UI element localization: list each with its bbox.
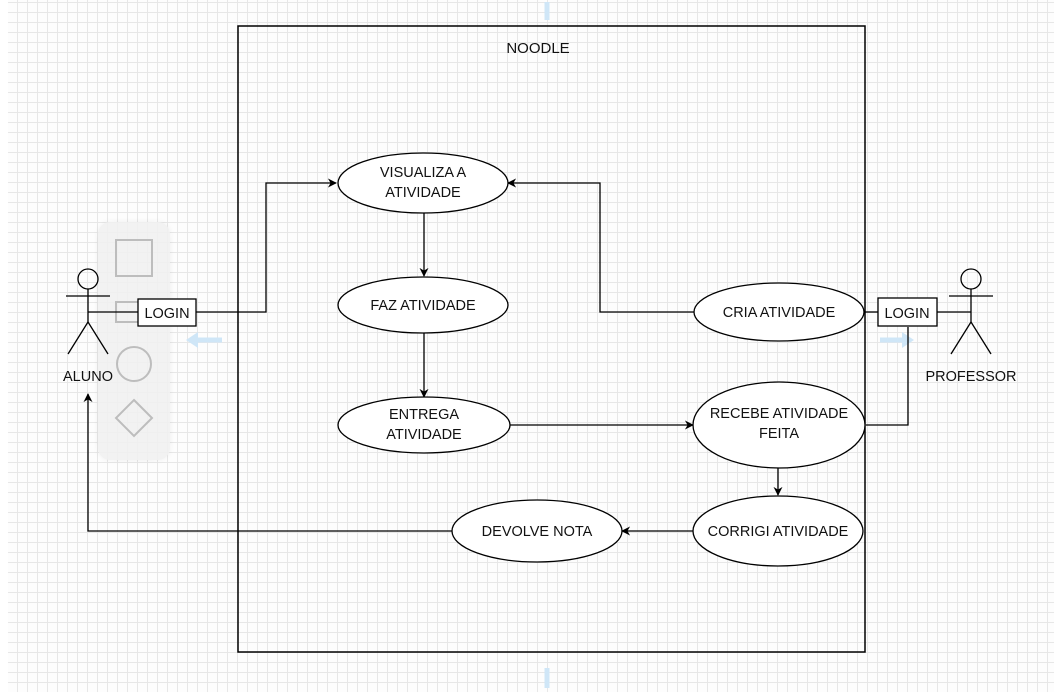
- actor-aluno[interactable]: [66, 268, 110, 355]
- usecase-visualiza-atividade[interactable]: [337, 152, 509, 214]
- usecase-recebe-label-2: FEITA: [759, 426, 799, 442]
- edge-cria-to-visualiza[interactable]: [507, 178, 694, 313]
- palette-rectangle-icon[interactable]: [115, 239, 153, 277]
- usecase-entrega-label-2: ATIVIDADE: [386, 427, 462, 443]
- canvas-grid: [8, 0, 1054, 692]
- login-box-right[interactable]: [877, 297, 938, 327]
- login-box-left[interactable]: [137, 298, 197, 327]
- usecase-recebe-atividade[interactable]: [692, 381, 866, 469]
- usecase-entrega-label-1: ENTREGA: [389, 407, 459, 423]
- usecase-corrigi-atividade[interactable]: [692, 495, 864, 567]
- usecase-faz-atividade[interactable]: [337, 276, 509, 334]
- actor-professor[interactable]: [949, 268, 993, 355]
- usecase-devolve-label: DEVOLVE NOTA: [482, 524, 593, 540]
- actor-professor-label: PROFESSOR: [925, 369, 1016, 385]
- login-box-right-label: LOGIN: [884, 306, 929, 322]
- usecase-cria-atividade[interactable]: [693, 282, 865, 342]
- shape-palette[interactable]: [98, 222, 170, 460]
- edge-login-to-visualiza[interactable]: [196, 178, 337, 313]
- usecase-visualiza-label-1: VISUALIZA A: [380, 165, 467, 181]
- usecase-devolve-nota[interactable]: [451, 499, 623, 563]
- edge-devolve-to-aluno[interactable]: [83, 393, 452, 532]
- login-box-left-label: LOGIN: [144, 306, 189, 322]
- usecase-entrega-atividade[interactable]: [337, 396, 511, 454]
- usecase-faz-label: FAZ ATIVIDADE: [370, 298, 476, 314]
- actor-aluno-label: ALUNO: [63, 369, 113, 385]
- system-title: NOODLE: [506, 40, 569, 57]
- system-boundary[interactable]: [237, 25, 866, 653]
- usecase-cria-label: CRIA ATIVIDADE: [723, 305, 836, 321]
- palette-diamond-icon[interactable]: [114, 398, 154, 438]
- edge-recebe-to-login[interactable]: [866, 327, 909, 426]
- palette-ellipse-icon[interactable]: [116, 346, 152, 382]
- usecase-visualiza-label-2: ATIVIDADE: [385, 185, 461, 201]
- usecase-recebe-label-1: RECEBE ATIVIDADE: [710, 406, 849, 422]
- hint-arrowhead-left-icon: [186, 332, 198, 348]
- usecase-corrigi-label: CORRIGI ATIVIDADE: [708, 524, 849, 540]
